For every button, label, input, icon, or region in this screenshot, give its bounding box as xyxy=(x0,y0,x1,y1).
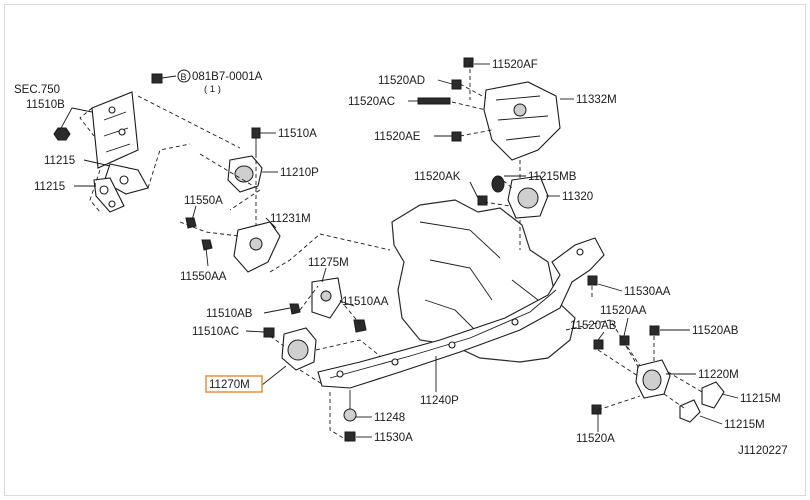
washer-11215mb xyxy=(491,175,505,193)
leader-lines xyxy=(59,63,739,438)
bolt-11530a xyxy=(344,431,356,442)
label-11510ab: 11510AB xyxy=(206,308,253,320)
label-11215m-lower: 11215M xyxy=(724,419,765,431)
label-11215-lower: 11215 xyxy=(34,181,65,193)
mount-11320 xyxy=(477,175,549,219)
label-11550aa: 11550AA xyxy=(180,271,227,283)
label-sec750: SEC.750 xyxy=(14,84,60,96)
label-11210p: 11210P xyxy=(280,167,319,179)
bolt-11248 xyxy=(343,390,357,422)
label-11510ac: 11510AC xyxy=(192,326,239,338)
label-11530a: 11530A xyxy=(374,432,413,444)
label-11520ae: 11520AE xyxy=(374,131,421,143)
label-11240p: 11240P xyxy=(420,395,459,407)
bracket-11510b xyxy=(91,91,139,169)
label-11520aa: 11520AA xyxy=(600,305,647,317)
label-11231m: 11231M xyxy=(270,213,311,225)
label-081b7-0001a: 081B7-0001A xyxy=(192,71,263,83)
label-11215m-upper: 11215M xyxy=(740,393,781,405)
label-081b7-group: B 081B7-0001A ( 1 ) xyxy=(177,69,263,95)
label-11520af: 11520AF xyxy=(492,59,538,71)
label-11248: 11248 xyxy=(374,412,405,424)
label-11510b: 11510B xyxy=(26,99,65,111)
bracket-11231m xyxy=(185,217,281,273)
bolt-081b7 xyxy=(151,73,177,84)
label-11550a: 11550A xyxy=(184,195,223,207)
plate-11215-upper xyxy=(103,163,149,195)
label-11530aa: 11530AA xyxy=(624,286,671,298)
label-11215mb: 11215MB xyxy=(528,171,577,183)
label-circle-b: B xyxy=(181,72,187,82)
label-11520a: 11520A xyxy=(576,433,615,445)
label-11520ac: 11520AC xyxy=(348,96,395,108)
reference-code: J1120227 xyxy=(738,445,788,457)
label-11270m[interactable]: 11270M xyxy=(209,379,250,391)
insulator-11215m-upper xyxy=(701,381,725,409)
label-11520ak: 11520AK xyxy=(414,171,461,183)
mount-11220m xyxy=(587,275,671,415)
bracket-11332m xyxy=(417,57,561,161)
alignment-lines xyxy=(79,62,703,443)
plate-11215-lower xyxy=(93,177,125,213)
label-11510a: 11510A xyxy=(278,128,317,140)
bolt-11510b xyxy=(53,127,71,141)
highlight-box-11270m xyxy=(205,375,263,393)
insulator-11215m-lower xyxy=(679,399,701,423)
label-11520ad: 11520AD xyxy=(378,75,425,87)
label-11510aa: 11510AA xyxy=(342,296,389,308)
part-labels: SEC.750 11510B B 081B7-0001A ( 1 ) 11215… xyxy=(14,59,788,457)
label-11320: 11320 xyxy=(562,191,593,203)
mount-11270m xyxy=(263,327,317,371)
crossmember-11240p xyxy=(317,237,605,389)
label-11220m: 11220M xyxy=(698,369,739,381)
label-11275m: 11275M xyxy=(308,257,349,269)
bracket-11275m xyxy=(289,277,367,333)
label-11520ab-left: 11520AB xyxy=(570,320,617,332)
circle-b-marker xyxy=(177,69,191,83)
label-11215-upper: 11215 xyxy=(44,155,75,167)
label-11332m: 11332M xyxy=(576,94,617,106)
label-11520ab-right: 11520AB xyxy=(692,325,739,337)
label-081b7-qty: ( 1 ) xyxy=(204,84,221,95)
mount-11210p xyxy=(227,127,263,193)
